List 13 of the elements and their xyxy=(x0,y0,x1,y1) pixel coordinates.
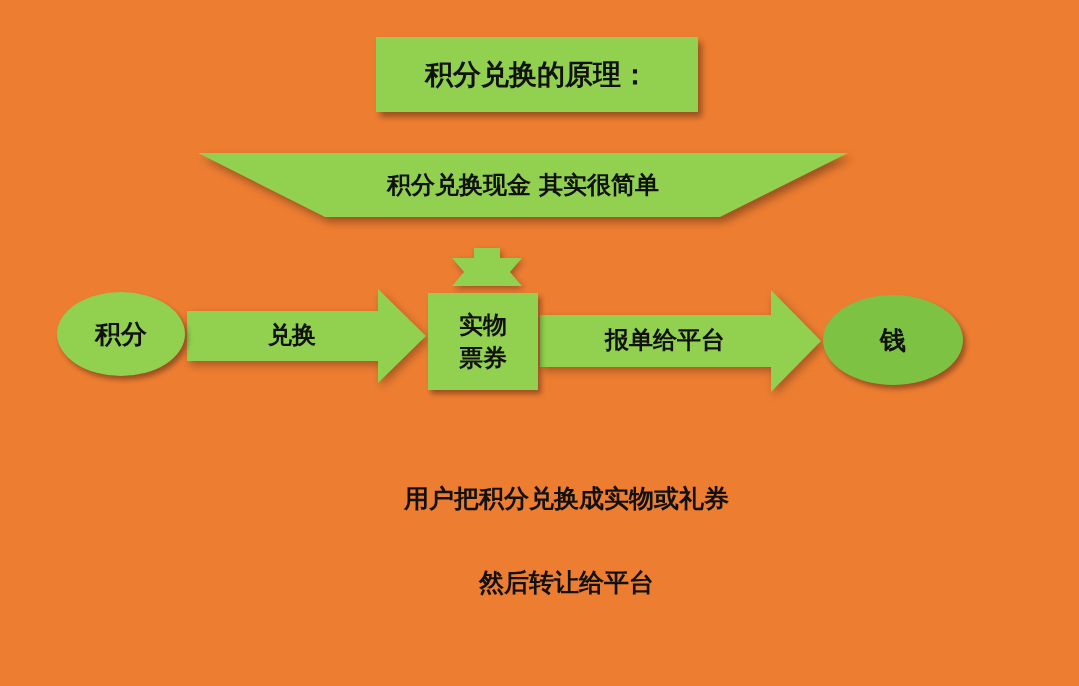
node-label: 钱 xyxy=(880,323,906,357)
block-arrow xyxy=(540,290,821,392)
title-box: 积分兑换的原理： xyxy=(376,37,698,112)
node-label: 积分 xyxy=(95,317,147,351)
block-arrow xyxy=(187,289,426,383)
note-text: 然后转让给平台 xyxy=(477,567,655,599)
note-text: 用户把积分兑换成实物或礼券 xyxy=(403,483,730,515)
edge-label: 兑换 xyxy=(266,320,317,351)
node-label: 积分兑换现金 其实很简单 xyxy=(386,170,660,201)
banner-trapezoid xyxy=(198,153,848,217)
item-box xyxy=(428,293,538,390)
node-label: 实物票券 xyxy=(458,310,508,374)
edge-label: 报单给平台 xyxy=(603,325,726,356)
